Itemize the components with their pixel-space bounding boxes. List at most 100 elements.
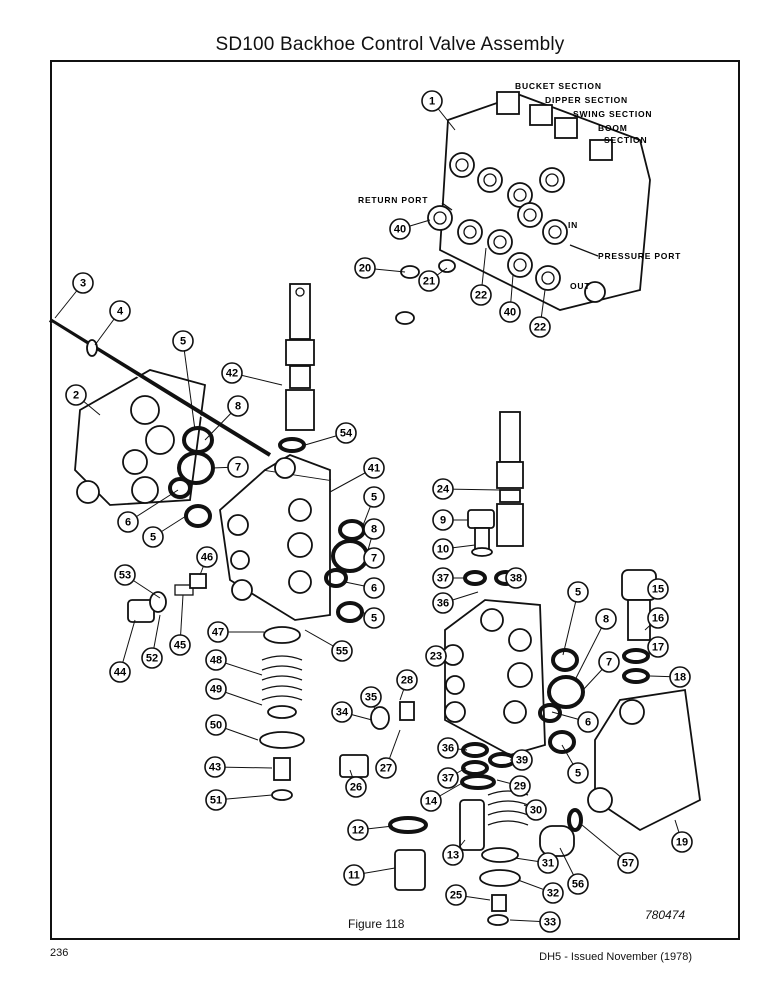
callout-29: 29 (496, 775, 531, 797)
callout-8: 8 (363, 518, 385, 551)
callout-number: 21 (423, 276, 435, 288)
callout-number: 9 (440, 515, 446, 527)
callout-number: 7 (235, 462, 241, 474)
callout-number: 15 (652, 584, 664, 596)
callout-number: 33 (544, 917, 556, 929)
callout-48: 48 (205, 649, 263, 676)
callout-number: 29 (514, 781, 526, 793)
callout-35: 35 (360, 686, 382, 711)
callout-42: 42 (221, 362, 283, 386)
callout-5: 5 (172, 330, 196, 431)
callout-number: 49 (210, 684, 222, 696)
callout-number: 51 (210, 795, 222, 807)
callout-1: 1 (421, 90, 456, 131)
callout-number: 30 (530, 805, 542, 817)
callout-number: 16 (652, 613, 664, 625)
callout-25: 25 (445, 884, 491, 906)
label-return-port: RETURN PORT (358, 195, 428, 205)
callout-number: 52 (146, 653, 158, 665)
callout-34: 34 (331, 701, 373, 723)
callout-number: 6 (585, 717, 591, 729)
callout-50: 50 (205, 714, 259, 741)
callout-15: 15 (647, 578, 669, 600)
callout-number: 24 (437, 484, 450, 496)
label-dipper-section: DIPPER SECTION (545, 95, 628, 105)
callout-number: 4 (117, 306, 124, 318)
callout-3: 3 (54, 272, 94, 319)
callout-number: 25 (450, 890, 462, 902)
callout-9: 9 (432, 509, 468, 531)
callout-6: 6 (551, 711, 599, 733)
callout-16: 16 (644, 607, 669, 631)
label-boom-section-line1: BOOM (598, 123, 628, 133)
callout-6: 6 (344, 577, 385, 599)
spring-48 (261, 655, 303, 701)
drawing-part-number: 780474 (645, 908, 686, 922)
callout-39: 39 (510, 749, 533, 771)
callout-number: 5 (575, 587, 581, 599)
callout-number: 5 (371, 492, 377, 504)
callout-56: 56 (559, 847, 589, 895)
figure-caption: Figure 118 (348, 917, 405, 931)
callout-number: 56 (572, 879, 584, 891)
callout-number: 50 (210, 720, 222, 732)
callout-40: 40 (499, 274, 521, 323)
callout-5: 5 (361, 486, 385, 529)
callout-24: 24 (432, 478, 501, 500)
callout-number: 41 (368, 463, 380, 475)
callout-31: 31 (514, 852, 559, 874)
callout-5: 5 (561, 744, 589, 784)
callout-number: 22 (475, 290, 487, 302)
callout-41: 41 (329, 457, 385, 493)
callout-6: 6 (117, 489, 179, 533)
callout-57: 57 (581, 824, 639, 874)
page-number: 236 (50, 947, 69, 959)
callout-number: 6 (371, 583, 377, 595)
callout-number: 12 (352, 825, 364, 837)
callout-number: 47 (212, 627, 224, 639)
callout-28: 28 (396, 669, 418, 701)
callout-52: 52 (141, 614, 163, 669)
callout-number: 37 (442, 773, 454, 785)
callout-8: 8 (574, 608, 617, 681)
callout-5: 5 (142, 515, 187, 548)
figure-frame (50, 60, 740, 940)
callout-number: 22 (534, 322, 546, 334)
callout-number: 38 (510, 573, 522, 585)
callout-20: 20 (354, 257, 406, 279)
callout-number: 10 (437, 544, 449, 556)
valve-section-23 (442, 599, 546, 756)
callout-36: 36 (432, 591, 479, 614)
callout-number: 57 (622, 858, 634, 870)
callout-21: 21 (418, 267, 448, 292)
callout-number: 44 (114, 667, 127, 679)
callout-17: 17 (647, 636, 669, 658)
callout-5: 5 (361, 607, 385, 629)
callout-number: 5 (575, 768, 581, 780)
callout-number: 28 (401, 675, 413, 687)
callout-number: 37 (437, 573, 449, 585)
callout-number: 7 (371, 553, 377, 565)
callout-40: 40 (389, 218, 431, 240)
callout-36: 36 (437, 737, 468, 759)
callout-number: 32 (547, 888, 559, 900)
callout-26: 26 (345, 769, 367, 798)
spool-24 (496, 411, 524, 547)
callout-number: 20 (359, 263, 371, 275)
callout-number: 48 (210, 655, 222, 667)
callout-18: 18 (649, 666, 691, 688)
callout-number: 3 (80, 278, 86, 290)
callout-7: 7 (582, 651, 620, 691)
callout-number: 5 (371, 613, 377, 625)
callout-number: 8 (235, 401, 241, 413)
callout-number: 36 (442, 743, 454, 755)
callout-53: 53 (114, 564, 161, 599)
callout-number: 26 (350, 782, 362, 794)
callout-number: 53 (119, 570, 131, 582)
callout-55: 55 (304, 629, 353, 662)
callout-number: 43 (209, 762, 221, 774)
callout-number: 23 (430, 651, 442, 663)
callout-44: 44 (109, 619, 136, 683)
callout-number: 40 (504, 307, 516, 319)
